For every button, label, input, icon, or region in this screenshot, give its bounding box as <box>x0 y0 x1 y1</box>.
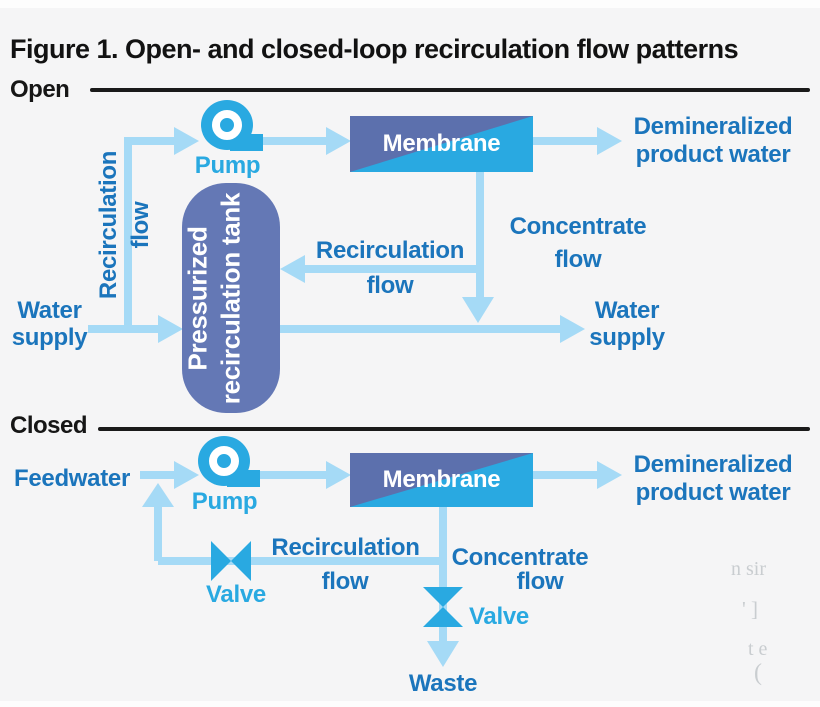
membrane-diagonal <box>350 116 533 172</box>
label-line: flow <box>554 246 602 273</box>
closed-concentrate-line-vertical <box>439 507 447 643</box>
open-recirculation-vertical-label: Recirculation flow <box>93 125 157 325</box>
closed-arrow-to-product-water <box>597 461 622 489</box>
label-line: product water <box>635 479 791 506</box>
valve-icon-vertical <box>423 587 463 627</box>
valve-icon-horizontal <box>211 541 251 581</box>
valve-left-label: Valve <box>206 581 266 608</box>
open-water-supply-in-label: Water supply <box>2 297 97 351</box>
closed-membrane-out-line <box>533 471 597 479</box>
open-demineralized-label: Demineralized product water <box>613 113 813 169</box>
open-membrane-label: Membrane <box>382 130 501 157</box>
open-recirc-mid-label-bottom: flow <box>366 272 414 299</box>
closed-waste-arrow-down <box>427 641 459 667</box>
label-line: Water <box>17 297 82 324</box>
label-line: Demineralized <box>633 113 793 140</box>
scan-artifact-text: t e <box>748 638 768 660</box>
open-recirculation-line-top <box>124 137 174 145</box>
membrane-diagonal <box>350 453 533 507</box>
open-arrow-water-supply-out <box>560 315 585 343</box>
pressurized-recirculation-tank <box>182 183 280 413</box>
closed-pump-to-membrane-line <box>260 471 326 479</box>
closed-membrane-label: Membrane <box>382 466 501 493</box>
closed-recirculation-line-up <box>154 505 162 561</box>
pump-icon-center <box>212 110 242 140</box>
scan-artifact-text: ' ] <box>742 597 759 621</box>
open-section-label: Open <box>10 76 70 103</box>
tank-label-line: Pressurized <box>182 226 213 371</box>
membrane-box: Membrane <box>350 116 533 172</box>
label-line: supply <box>589 324 665 351</box>
label-line: Demineralized <box>633 451 793 478</box>
figure-title: Figure 1. Open- and closed-loop recircul… <box>10 34 739 64</box>
scan-artifact-text: n sir <box>731 558 766 580</box>
label-line: Concentrate <box>509 213 647 240</box>
open-concentrate-arrow-down <box>462 297 494 323</box>
bottom-margin-strip <box>0 701 820 707</box>
label-line: supply <box>11 324 88 351</box>
open-water-supply-out-label: Water supply <box>572 297 682 351</box>
closed-demineralized-label: Demineralized product water <box>613 451 813 507</box>
open-pump-to-membrane-line <box>263 137 326 145</box>
open-water-supply-out-line <box>280 325 560 333</box>
closed-arrow-up-to-feed <box>142 483 174 507</box>
label-line: flow <box>127 201 154 249</box>
label-line: Recirculation <box>95 150 122 300</box>
waste-label: Waste <box>408 670 478 697</box>
open-arrow-into-tank-right <box>280 255 305 283</box>
pump-icon <box>201 100 253 150</box>
open-membrane-out-line <box>533 137 597 145</box>
tank-label-line: tank <box>215 192 246 246</box>
scan-artifact-text: ( <box>754 660 762 686</box>
open-pump-label: Pump <box>194 152 261 179</box>
open-recirculation-mid-line <box>305 265 476 273</box>
open-arrow-to-product-water <box>597 127 622 155</box>
open-section-rule <box>90 88 810 92</box>
membrane-box: Membrane <box>350 453 533 507</box>
label-line: product water <box>635 141 791 168</box>
pump-icon <box>198 436 250 486</box>
open-concentrate-label: Concentrate flow <box>497 210 659 276</box>
closed-recirc-label-bottom: flow <box>321 568 369 595</box>
closed-pump-label: Pump <box>191 488 258 515</box>
closed-recirc-label-top: Recirculation <box>271 534 420 561</box>
pump-icon-center <box>209 446 239 476</box>
open-arrow-into-membrane <box>326 127 351 155</box>
closed-recirculation-line <box>158 557 443 565</box>
closed-concentrate-label-top: Concentrate <box>451 544 589 571</box>
open-water-supply-in-line <box>88 325 158 333</box>
tank-label: Pressurized recirculation tank <box>182 189 281 409</box>
closed-arrow-into-membrane <box>326 461 351 489</box>
open-recirculation-line-vertical <box>124 137 132 333</box>
closed-section-rule <box>98 427 810 431</box>
tank-label-line: recirculation <box>215 252 246 405</box>
open-arrow-into-pump <box>174 127 199 155</box>
label-line: Water <box>594 297 660 324</box>
open-concentrate-line-vertical <box>476 172 484 299</box>
open-arrow-into-tank-left <box>158 315 183 343</box>
closed-feedwater-line <box>140 471 174 479</box>
closed-feedwater-label: Feedwater <box>13 465 130 492</box>
top-margin-strip <box>0 0 820 8</box>
closed-concentrate-label-bottom: flow <box>516 568 564 595</box>
closed-arrow-into-pump <box>174 461 199 489</box>
open-recirc-mid-label-top: Recirculation <box>315 237 465 264</box>
closed-section-label: Closed <box>10 412 88 439</box>
valve-right-label: Valve <box>469 603 529 630</box>
